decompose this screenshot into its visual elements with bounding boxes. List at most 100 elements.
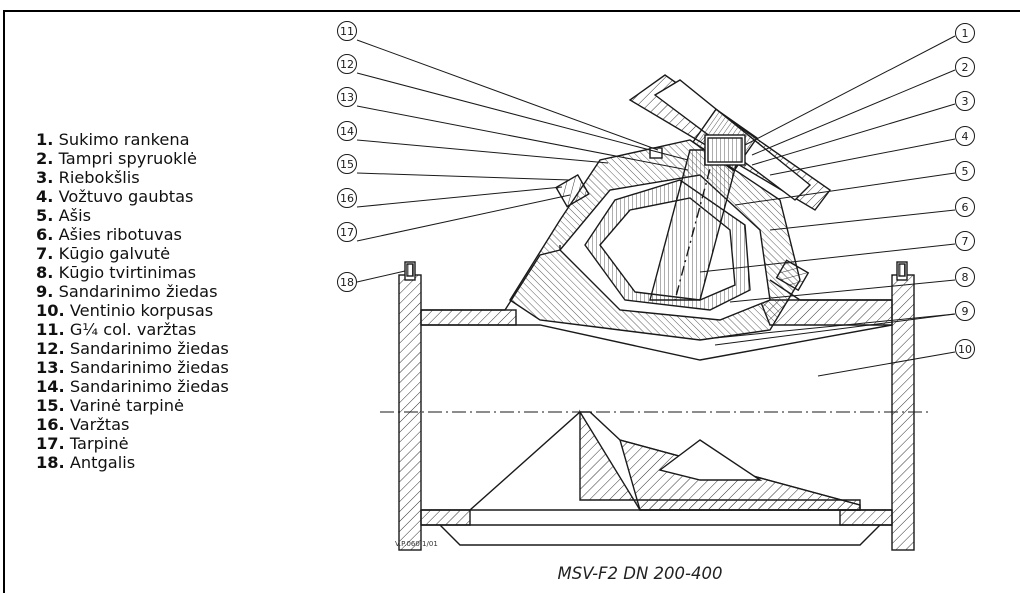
callout-bubble: 4	[955, 126, 975, 146]
callout-bubble: 13	[337, 87, 357, 107]
callout-bubble: 3	[955, 91, 975, 111]
callout-circle	[337, 21, 357, 41]
callout-bubble: 7	[955, 231, 975, 251]
frame-border-left	[3, 10, 5, 593]
legend-label: Sandarinimo žiedas	[69, 339, 229, 358]
legend-label: Kūgio tvirtinimas	[58, 263, 197, 282]
callout-number: 15	[340, 158, 354, 171]
callout-bubble: 9	[955, 301, 975, 321]
legend-item: 1. Sukimo rankena	[36, 130, 336, 149]
callout-number: 4	[962, 130, 969, 143]
callout-bubble: 17	[337, 222, 357, 242]
callout-circle	[337, 154, 357, 174]
callouts-right: 1 2 3 4 5 6 7 8 9 10	[955, 23, 975, 359]
legend-item: 16. Varžtas	[36, 415, 336, 434]
legend-label: Varinė tarpinė	[69, 396, 185, 415]
legend-label: Sandarinimo žiedas	[69, 358, 229, 377]
legend-item: 13. Sandarinimo žiedas	[36, 358, 336, 377]
callout-bubble: 16	[337, 188, 357, 208]
legend-item: 3. Riebokšlis	[36, 168, 336, 187]
callout-number: 12	[340, 58, 354, 71]
legend-item: 10. Ventinio korpusas	[36, 301, 336, 320]
frame-border-top	[3, 10, 1020, 12]
legend-label: Tarpinė	[69, 434, 129, 453]
legend-number: 3.	[36, 168, 54, 187]
callout-number: 17	[340, 226, 354, 239]
callout-number: 8	[962, 271, 969, 284]
callout-circle	[955, 339, 975, 359]
callout-number: 18	[340, 276, 354, 289]
leader-lines	[356, 35, 956, 377]
callout-number: 3	[962, 95, 969, 108]
legend-label: Ašies ribotuvas	[58, 225, 182, 244]
callout-number: 14	[340, 125, 354, 138]
legend-item: 17. Tarpinė	[36, 434, 336, 453]
legend-item: 5. Ašis	[36, 206, 336, 225]
callout-bubble: 8	[955, 267, 975, 287]
legend-number: 8.	[36, 263, 54, 282]
legend-item: 14. Sandarinimo žiedas	[36, 377, 336, 396]
callout-circle	[955, 301, 975, 321]
legend-number: 5.	[36, 206, 54, 225]
callout-bubble: 12	[337, 54, 357, 74]
legend-number: 4.	[36, 187, 54, 206]
callout-bubble: 5	[955, 161, 975, 181]
legend-number: 14.	[36, 377, 65, 396]
callout-number: 2	[962, 61, 969, 74]
callout-bubble: 18	[337, 272, 357, 292]
callout-circle	[337, 272, 357, 292]
callout-bubble: 11	[337, 21, 357, 41]
legend-item: 18. Antgalis	[36, 453, 336, 472]
callout-bubble: 1	[955, 23, 975, 43]
callout-bubble: 10	[955, 339, 975, 359]
legend-label: Sandarinimo žiedas	[69, 377, 229, 396]
callout-number: 10	[958, 343, 972, 356]
legend-number: 12.	[36, 339, 65, 358]
legend-item: 6. Ašies ribotuvas	[36, 225, 336, 244]
legend-number: 17.	[36, 434, 65, 453]
legend-item: 7. Kūgio galvutė	[36, 244, 336, 263]
callout-circle	[337, 121, 357, 141]
callout-circle	[955, 91, 975, 111]
callout-bubble: 6	[955, 197, 975, 217]
legend-number: 13.	[36, 358, 65, 377]
legend-label: Tampri spyruoklė	[58, 149, 197, 168]
callout-number: 5	[962, 165, 969, 178]
callout-circle	[337, 54, 357, 74]
callout-number: 11	[340, 25, 354, 38]
legend-number: 6.	[36, 225, 54, 244]
legend-label: Antgalis	[69, 453, 136, 472]
callout-circle	[337, 188, 357, 208]
legend-number: 11.	[36, 320, 65, 339]
legend-label: Vožtuvo gaubtas	[58, 187, 194, 206]
legend-label: Ašis	[58, 206, 92, 225]
callout-circle	[337, 87, 357, 107]
legend-label: Varžtas	[69, 415, 130, 434]
legend-number: 18.	[36, 453, 65, 472]
legend-label: Ventinio korpusas	[69, 301, 214, 320]
legend-item: 8. Kūgio tvirtinimas	[36, 263, 336, 282]
callout-circle	[955, 161, 975, 181]
legend-label: Sandarinimo žiedas	[58, 282, 218, 301]
callout-number: 16	[340, 192, 354, 205]
callouts-left: 11 12 13 14 15 16 17 18	[337, 21, 357, 292]
callout-number: 9	[962, 305, 969, 318]
callout-circle	[955, 126, 975, 146]
callout-circle	[955, 231, 975, 251]
callout-circle	[955, 23, 975, 43]
callout-number: 1	[962, 27, 969, 40]
legend-label: Kūgio galvutė	[58, 244, 171, 263]
callout-circle	[955, 267, 975, 287]
legend-item: 11. G¼ col. varžtas	[36, 320, 336, 339]
legend-item: 4. Vožtuvo gaubtas	[36, 187, 336, 206]
legend-item: 15. Varinė tarpinė	[36, 396, 336, 415]
drawing-code: V.P.060.1/01	[395, 540, 438, 548]
callout-circle	[955, 57, 975, 77]
legend-number: 10.	[36, 301, 65, 320]
valve-body	[380, 74, 932, 551]
legend-label: Riebokšlis	[58, 168, 140, 187]
legend-number: 15.	[36, 396, 65, 415]
